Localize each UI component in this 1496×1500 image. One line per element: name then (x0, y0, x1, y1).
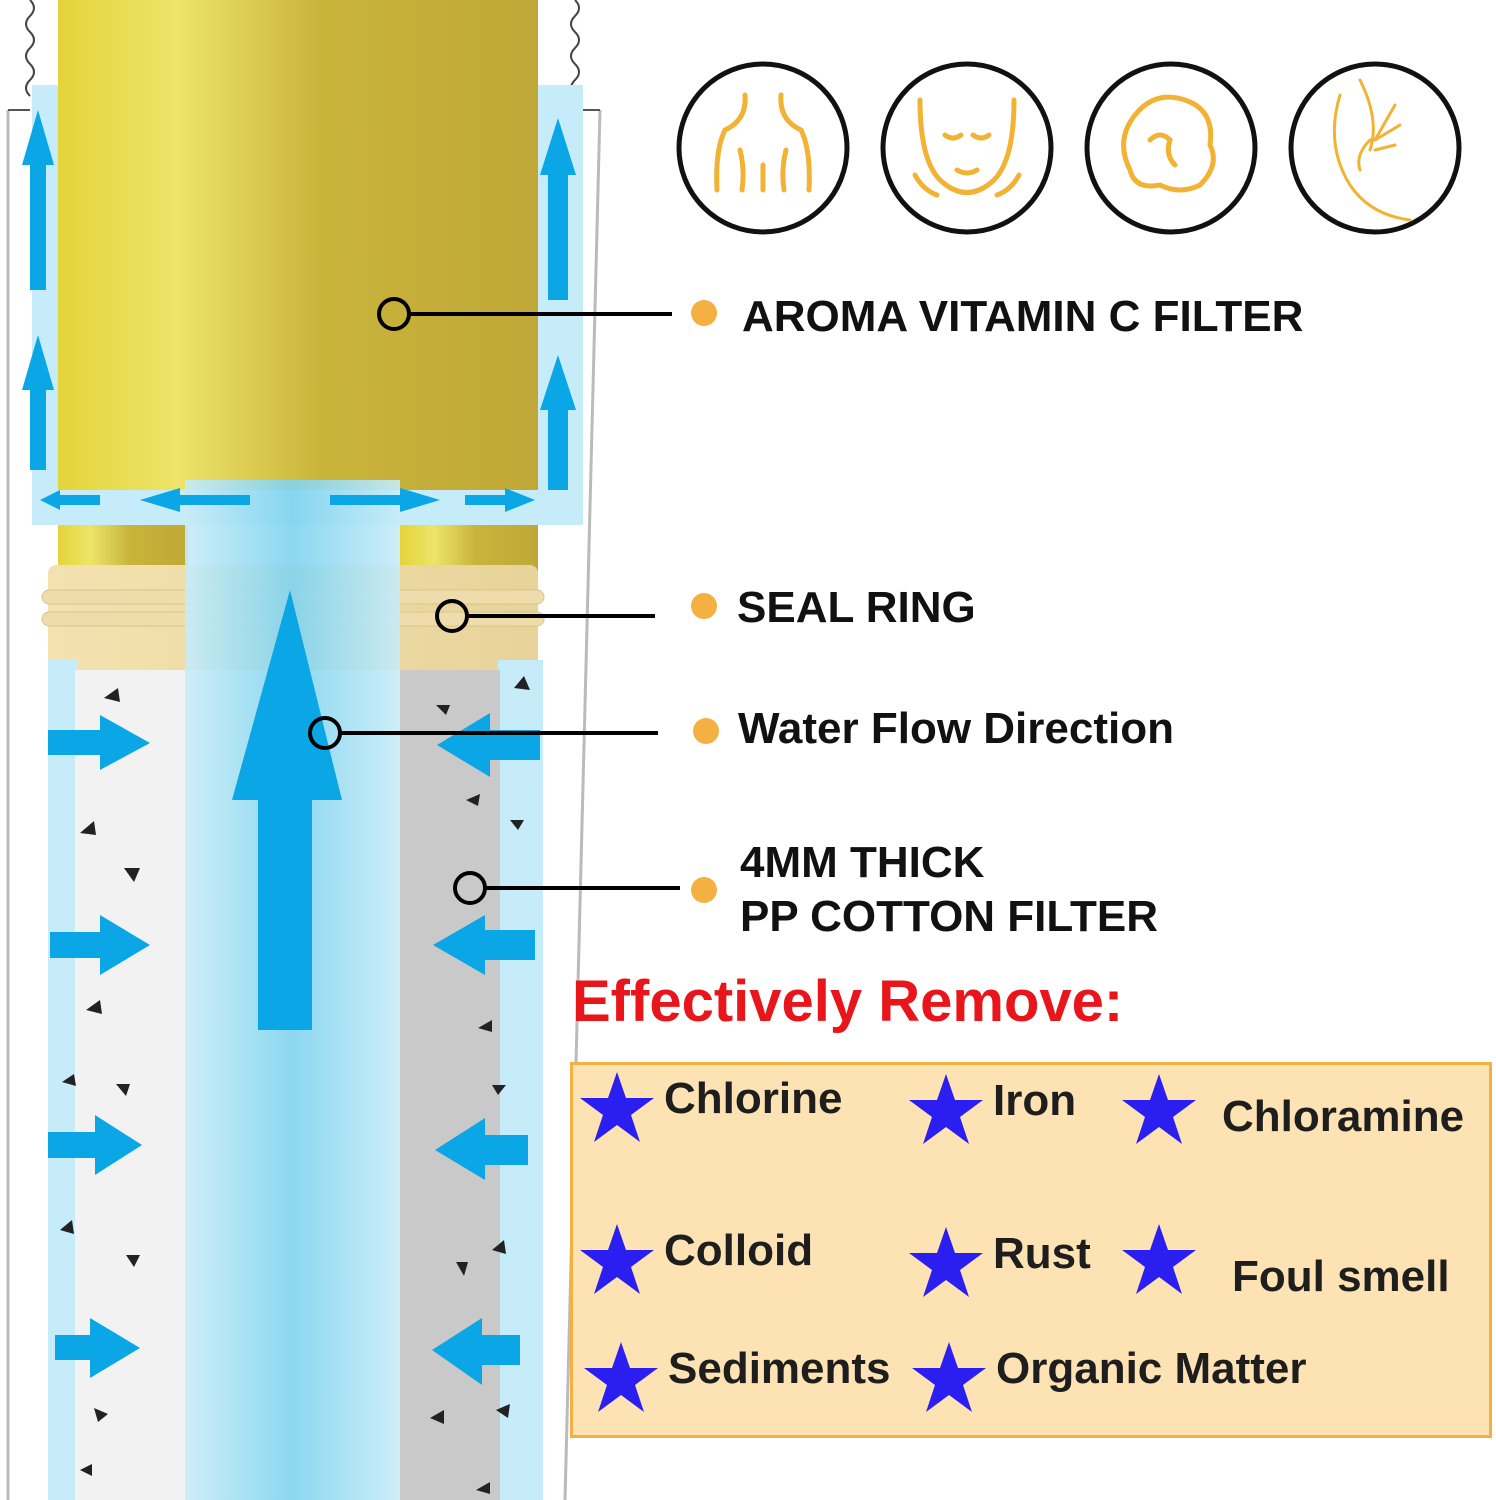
remove-item: Organic Matter (910, 1340, 1307, 1414)
star-icon (1122, 1074, 1196, 1144)
label-water-flow-direction: Water Flow Direction (738, 704, 1174, 753)
remove-item-label: Iron (993, 1076, 1077, 1125)
label-seal-ring: SEAL RING (737, 583, 976, 632)
hair-icon (1084, 61, 1258, 235)
water-flow-arrows (22, 110, 576, 1385)
remove-item: Foul smell (1120, 1222, 1450, 1301)
callouts (308, 297, 680, 905)
shoulders-skin-icon (676, 61, 850, 235)
label-pp-line2: PP COTTON FILTER (740, 892, 1159, 941)
remove-item-label: Rust (993, 1229, 1091, 1278)
remove-list-box (570, 1062, 1492, 1438)
bullet-dots (691, 300, 719, 903)
remove-item: Sediments (582, 1340, 891, 1414)
remove-item: Rust (907, 1225, 1091, 1299)
label-aroma-vitamin-c-filter: AROMA VITAMIN C FILTER (742, 292, 1304, 341)
remove-item: Chlorine (578, 1070, 842, 1144)
sediment-particles (60, 676, 530, 1494)
remove-item: Iron (907, 1072, 1076, 1146)
star-icon (580, 1224, 654, 1294)
hand-nail-icon (1288, 61, 1462, 235)
pp-cotton-right (400, 670, 500, 1500)
label-pp-line1: 4MM THICK (740, 838, 985, 887)
headline-effectively-remove: Effectively Remove: (572, 969, 1124, 1034)
remove-item-label: Chloramine (1222, 1092, 1465, 1141)
remove-item-label: Chlorine (664, 1074, 843, 1123)
remove-item-label: Colloid (664, 1226, 814, 1275)
remove-item-label: Foul smell (1232, 1252, 1450, 1301)
aroma-vitamin-c-cartridge (58, 0, 538, 490)
star-icon (580, 1072, 654, 1142)
remove-item: Colloid (578, 1222, 813, 1296)
star-icon (1122, 1224, 1196, 1294)
remove-item-label: Organic Matter (996, 1344, 1307, 1393)
star-icon (912, 1342, 986, 1412)
star-icon (584, 1342, 658, 1412)
remove-item-label: Sediments (668, 1344, 891, 1393)
star-icon (909, 1074, 983, 1144)
star-icon (909, 1227, 983, 1297)
face-skin-icon (880, 61, 1054, 235)
remove-item: Chloramine (1120, 1072, 1464, 1146)
